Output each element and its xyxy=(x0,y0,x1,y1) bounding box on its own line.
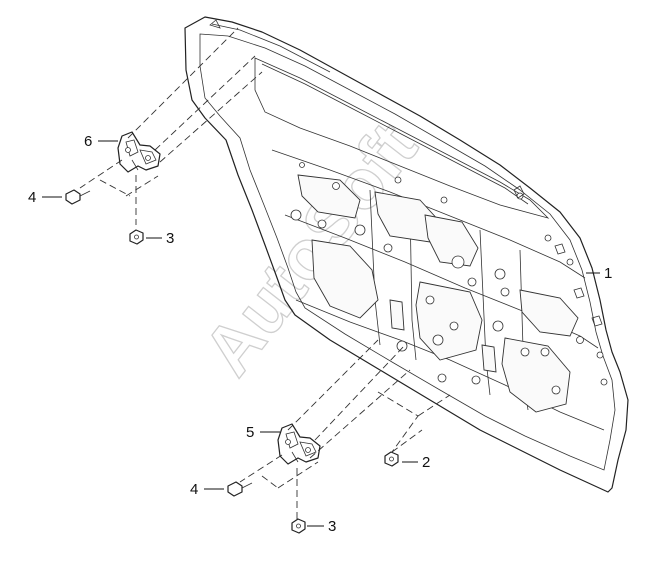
callout-4-lower: 4 xyxy=(190,481,198,498)
callout-1: 1 xyxy=(604,265,612,282)
lower-hinge-assembly-lines xyxy=(239,339,451,520)
lower-hinge xyxy=(277,423,321,465)
bolt-lower xyxy=(227,481,253,497)
watermark: AutoSoft xyxy=(188,108,431,389)
nut-lower xyxy=(291,518,306,534)
callout-3-upper: 3 xyxy=(166,230,174,247)
callout-6: 6 xyxy=(84,133,92,150)
bolt-upper xyxy=(65,189,91,205)
callout-2: 2 xyxy=(422,454,430,471)
leader-lines xyxy=(42,140,600,527)
tailgate-inner-panel xyxy=(184,16,629,493)
nut-upper xyxy=(129,229,144,245)
upper-hinge xyxy=(117,131,161,173)
callout-5: 5 xyxy=(246,424,254,441)
callout-3-lower: 3 xyxy=(328,518,336,535)
callout-4-upper: 4 xyxy=(28,189,36,206)
rubber-bumper xyxy=(384,451,399,467)
upper-hinge-assembly-lines xyxy=(79,27,263,225)
